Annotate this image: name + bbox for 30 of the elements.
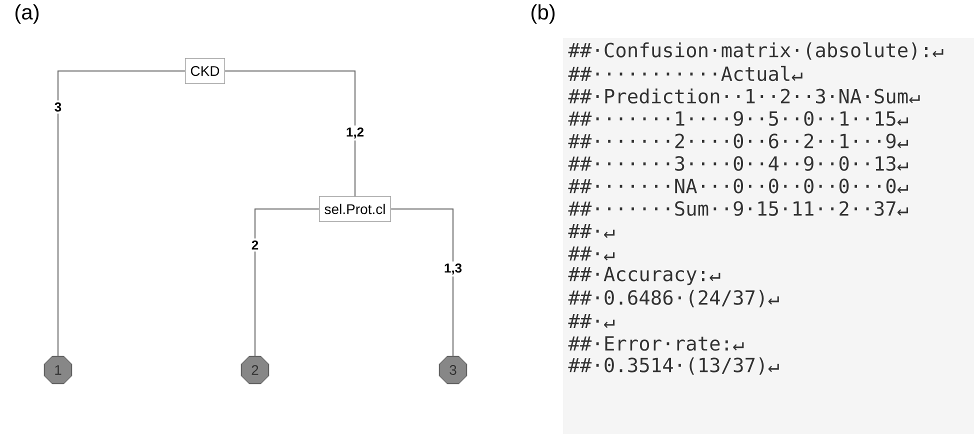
- panel-label: (b): [532, 4, 555, 24]
- branch-label: 3: [52, 100, 64, 114]
- code-line: ##·Confusion·matrix·(absolute):↵: [568, 42, 944, 60]
- code-line: ##·······NA···0··0··0··0···0↵: [568, 178, 908, 194]
- leaf-octagon: 1: [44, 356, 72, 384]
- tree-branch: [254, 208, 320, 356]
- code-line: ##·0.3514·(13/37)↵: [568, 357, 779, 375]
- code-line: ##·······1····9··5··0··1··15↵: [568, 111, 908, 126]
- code-line: ##·↵: [568, 224, 615, 238]
- code-line: ##·······Sum··9·15·11··2··37↵: [568, 201, 908, 216]
- split-box: CKD: [185, 58, 225, 84]
- code-line: ##···········Actual↵: [568, 66, 802, 82]
- panel-label: (a): [16, 4, 39, 24]
- tree-branch: [224, 70, 356, 197]
- code-line: ##·Error·rate:↵: [568, 336, 744, 351]
- leaf-octagon: 2: [240, 356, 270, 384]
- code-line: ##·↵: [568, 246, 615, 260]
- code-line: ##·0.6486·(24/37)↵: [568, 290, 779, 308]
- split-box: sel.Prot.cl: [319, 196, 391, 222]
- code-line: ##·Accuracy:↵: [568, 266, 720, 286]
- tree-branch: [390, 208, 454, 356]
- code-line: ##·······2····0··6··2··1···9↵: [568, 134, 908, 148]
- branch-label: 1,2: [344, 125, 366, 141]
- code-line: ##·Prediction··1··2··3·NA·Sum↵: [568, 88, 920, 104]
- branch-label: 1,3: [442, 261, 464, 277]
- leaf-octagon: 3: [438, 356, 468, 384]
- tree-branch: [58, 70, 186, 356]
- code-line: ##·······3····0··4··9··0··13↵: [568, 156, 908, 171]
- code-line: ##·↵: [568, 314, 615, 328]
- branch-label: 2: [249, 238, 261, 252]
